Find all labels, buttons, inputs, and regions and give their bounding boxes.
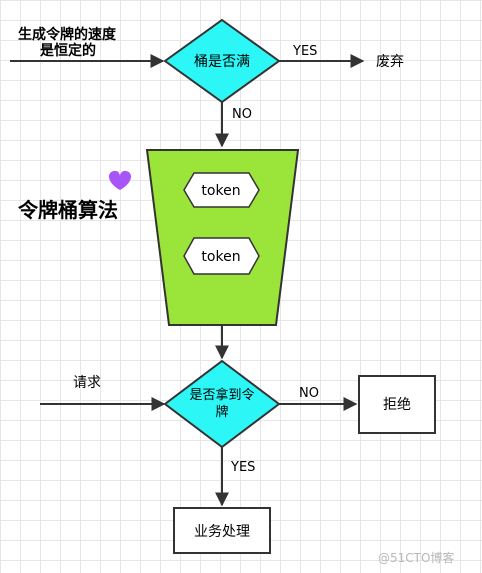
request-label: 请求 [73,375,101,391]
get-token-decision [163,359,281,449]
input-rate-label-line1: 生成令牌的速度 [18,26,117,43]
token-hexagon-1 [183,172,260,208]
discard-label: 废弃 [376,54,404,70]
reject-box [358,375,436,434]
heart-icon [109,170,131,190]
watermark: @51CTO博客 [378,550,454,565]
no-label-bottom: NO [299,386,319,401]
token-hexagon-2 [183,237,260,275]
no-label-top: NO [232,107,252,122]
token-1-label: token [201,183,240,199]
process-label: 业务处理 [194,524,250,540]
yes-label-bottom: YES [230,460,255,475]
process-box [173,507,271,554]
get-token-decision-label-line2: 牌 [215,404,228,420]
get-token-decision-label-line1: 是否拿到令 [189,387,254,403]
token-2-label: token [201,249,240,265]
yes-label-top: YES [292,44,317,59]
bucket-full-decision-label: 桶是否满 [194,54,250,70]
reject-label: 拒绝 [383,397,411,413]
algorithm-heading: 令牌桶算法 [18,198,118,222]
input-rate-label-line2: 是恒定的 [40,42,96,59]
